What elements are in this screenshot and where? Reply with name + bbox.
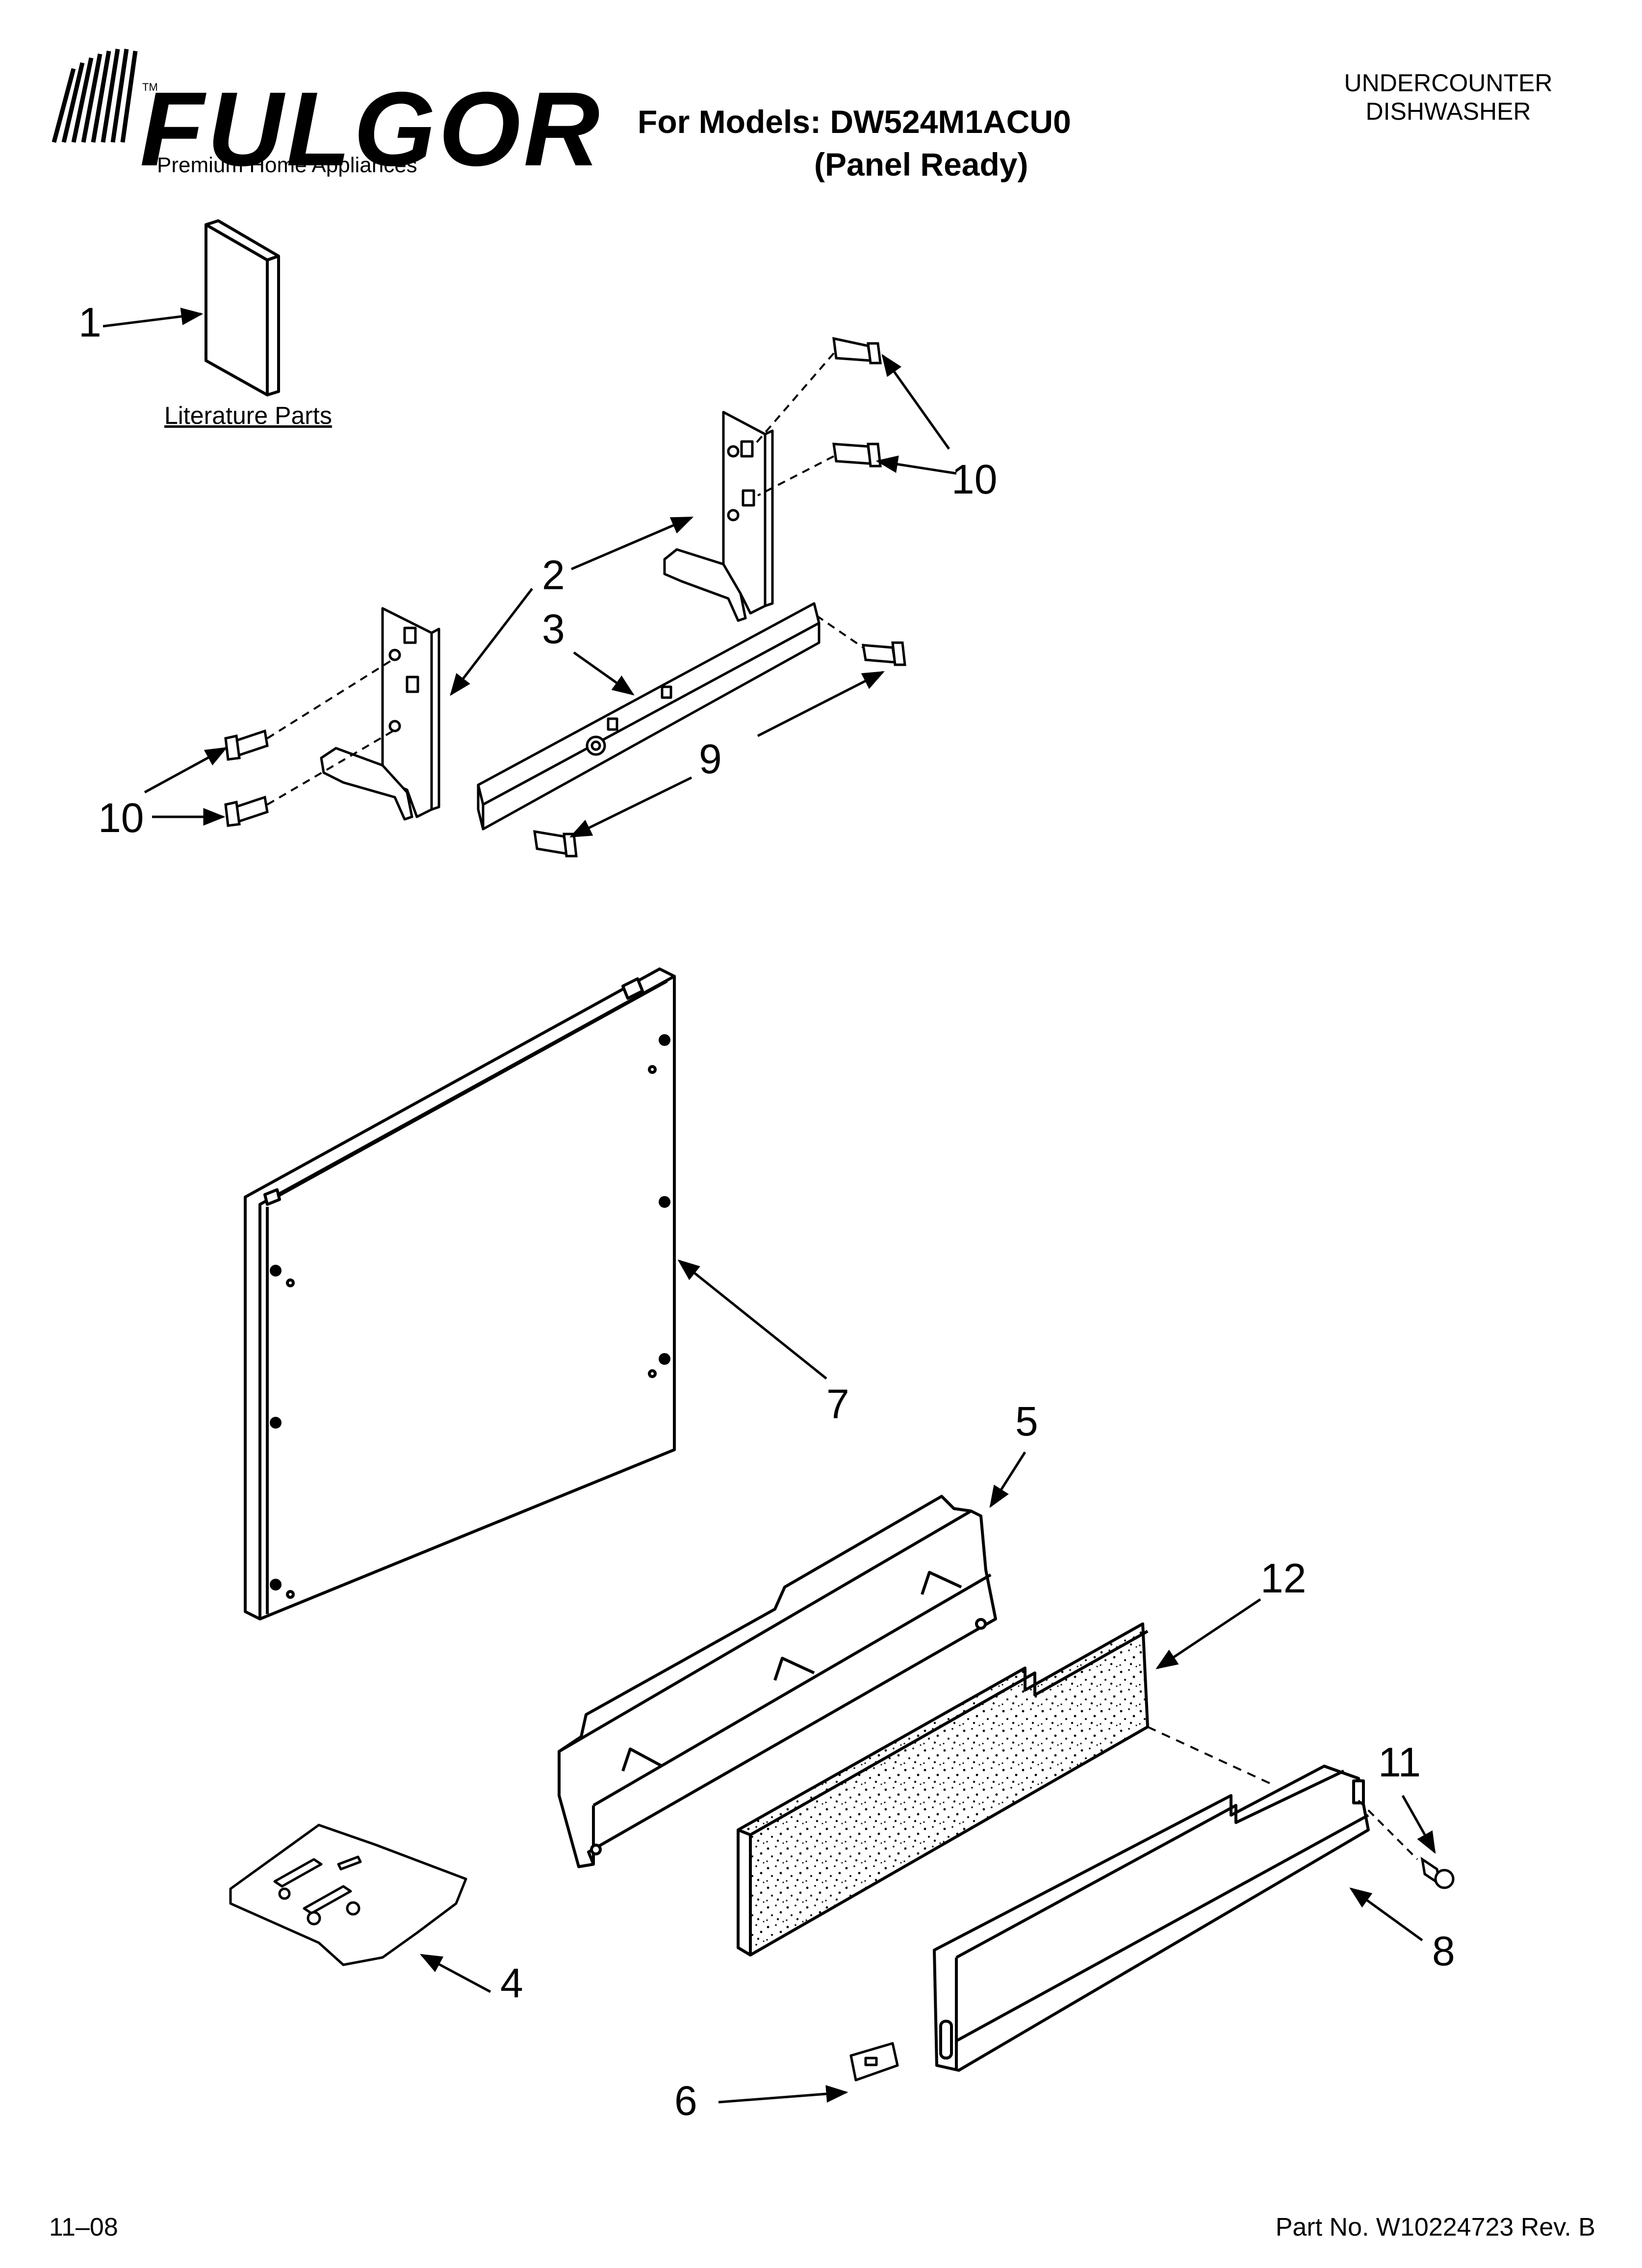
door-panel xyxy=(244,967,676,1620)
panel-clip xyxy=(849,2042,899,2082)
callout-7: 7 xyxy=(826,1381,849,1427)
models-title: For Models: DW524M1ACU0 xyxy=(638,104,1071,140)
trademark-mark: TM xyxy=(142,81,158,93)
callout-leader-8 xyxy=(1349,1887,1423,1942)
callout-leader-5 xyxy=(989,1451,1026,1508)
footer-part-number: Part No. W10224723 Rev. B xyxy=(1275,2213,1595,2242)
product-line-2: DISHWASHER xyxy=(1365,98,1531,125)
callout-leader-6 xyxy=(718,2085,848,2104)
callout-8: 8 xyxy=(1432,1928,1455,1974)
callout-5: 5 xyxy=(1015,1398,1038,1444)
callout-10-lower: 10 xyxy=(98,795,144,841)
callout-3: 3 xyxy=(542,606,565,652)
panel-channel-bracket xyxy=(558,1495,997,1868)
callout-11: 11 xyxy=(1378,1739,1421,1785)
callout-leader-11 xyxy=(1401,1795,1436,1854)
screw-icon xyxy=(832,337,882,468)
product-line-1: UNDERCOUNTER xyxy=(1344,69,1553,97)
callout-6: 6 xyxy=(674,2078,697,2124)
callout-leader-1 xyxy=(103,308,204,328)
panel-support-bar xyxy=(477,602,821,831)
callout-leader-4 xyxy=(420,1954,491,1993)
callout-4: 4 xyxy=(500,1960,523,2006)
model-variant: (Panel Ready) xyxy=(814,146,1028,182)
left-mounting-bracket xyxy=(320,607,440,821)
callout-9: 9 xyxy=(699,736,722,782)
footer-date-code: 11–08 xyxy=(49,2213,118,2242)
brand-logo-icon xyxy=(51,49,138,143)
brand-tagline: Premium Home Appliances xyxy=(157,153,417,177)
screw-icon xyxy=(224,729,269,827)
product-type: UNDERCOUNTER DISHWASHER xyxy=(1301,69,1595,126)
foam-insulation-pad xyxy=(737,1622,1149,1956)
callout-2: 2 xyxy=(542,552,565,598)
literature-booklet xyxy=(205,219,280,396)
callout-leader-7 xyxy=(677,1259,827,1380)
callout-12: 12 xyxy=(1260,1555,1307,1601)
callout-10-upper: 10 xyxy=(951,456,998,502)
right-mounting-bracket xyxy=(663,411,774,622)
hardware-bag xyxy=(229,1824,467,1966)
toe-kick-panel xyxy=(933,1765,1370,2072)
brand-wordmark: FULGOR xyxy=(140,70,603,188)
screw-icon xyxy=(1420,1856,1455,1889)
callout-1: 1 xyxy=(78,299,102,345)
callout-leader-12 xyxy=(1155,1598,1261,1669)
screw-icon xyxy=(533,641,906,858)
literature-parts-label: Literature Parts xyxy=(164,402,332,429)
